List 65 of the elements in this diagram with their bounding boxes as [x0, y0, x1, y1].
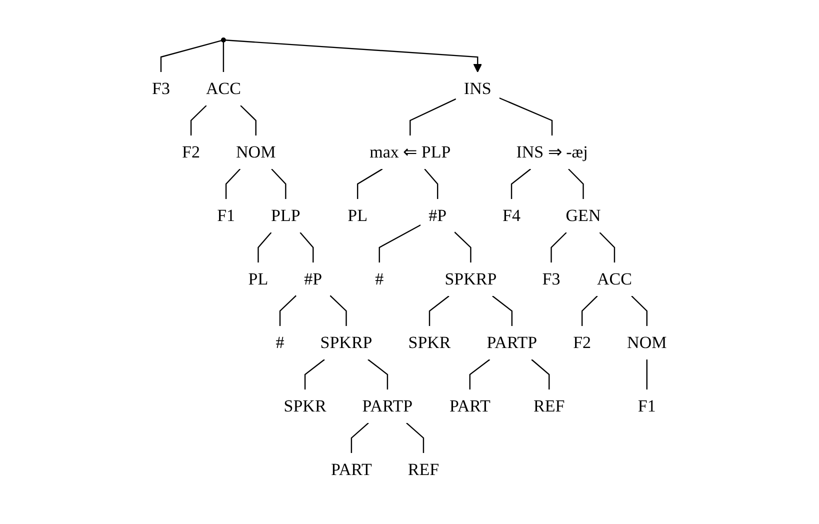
node-text: max ⇐ PLP — [370, 142, 451, 162]
connector — [410, 98, 456, 136]
node-text: F3 — [542, 269, 560, 288]
node-text: ACC — [597, 269, 632, 288]
node-text: PL — [348, 206, 368, 225]
arrow — [226, 39, 482, 72]
node-text: F2 — [182, 142, 200, 162]
connector — [190, 104, 207, 136]
node-text: NOM — [627, 332, 667, 352]
node-text: REF — [534, 396, 565, 416]
connector — [631, 295, 648, 326]
node-text: INS — [464, 78, 492, 98]
connector — [499, 97, 553, 136]
node-text: SPKRP — [444, 269, 497, 288]
connector — [454, 231, 472, 262]
connector — [330, 294, 347, 326]
node-text: NOM — [236, 142, 276, 162]
node-text: F1 — [638, 396, 656, 416]
connector — [258, 232, 272, 262]
connector — [368, 358, 388, 390]
connector — [406, 422, 424, 453]
node-text: ACC — [206, 78, 242, 98]
connector — [550, 232, 567, 262]
node-point — [221, 37, 226, 42]
connector — [511, 168, 532, 199]
connector — [271, 168, 286, 199]
node-text: #P — [428, 206, 447, 225]
connector — [582, 295, 598, 326]
node-text: F2 — [573, 332, 592, 352]
node-text: # — [276, 332, 284, 352]
connector — [357, 168, 383, 199]
node-text: PARTP — [486, 332, 538, 352]
node-text: PART — [331, 460, 372, 479]
connector — [280, 294, 297, 326]
connector — [160, 40, 222, 72]
node-text: SPKRP — [320, 332, 372, 352]
node-text: #P — [304, 269, 322, 288]
node-text: INS ⇒ -æj — [516, 142, 588, 162]
connector — [222, 42, 224, 72]
connector — [429, 295, 450, 326]
node-text: # — [375, 269, 384, 288]
connector — [531, 358, 550, 390]
connector — [599, 232, 616, 262]
node-text: GEN — [566, 206, 601, 225]
connector — [226, 168, 241, 199]
node-text: PART — [450, 396, 490, 416]
connector — [424, 168, 438, 199]
node-text: SPKR — [408, 332, 451, 352]
connector — [469, 358, 490, 390]
connector — [378, 224, 422, 262]
node-text: REF — [408, 460, 440, 479]
node-text: SPKR — [284, 396, 326, 416]
node-text: F4 — [502, 206, 521, 225]
node-text: F3 — [152, 78, 170, 98]
node-text: PLP — [271, 206, 300, 225]
node-text: F1 — [217, 206, 236, 225]
connector — [492, 295, 513, 326]
connector — [304, 358, 325, 390]
node-text: PARTP — [362, 396, 413, 416]
connector — [350, 422, 369, 453]
node-text: PL — [248, 269, 268, 288]
connector — [240, 104, 257, 136]
connector — [300, 232, 314, 262]
connector — [646, 359, 648, 390]
connector — [568, 168, 584, 199]
